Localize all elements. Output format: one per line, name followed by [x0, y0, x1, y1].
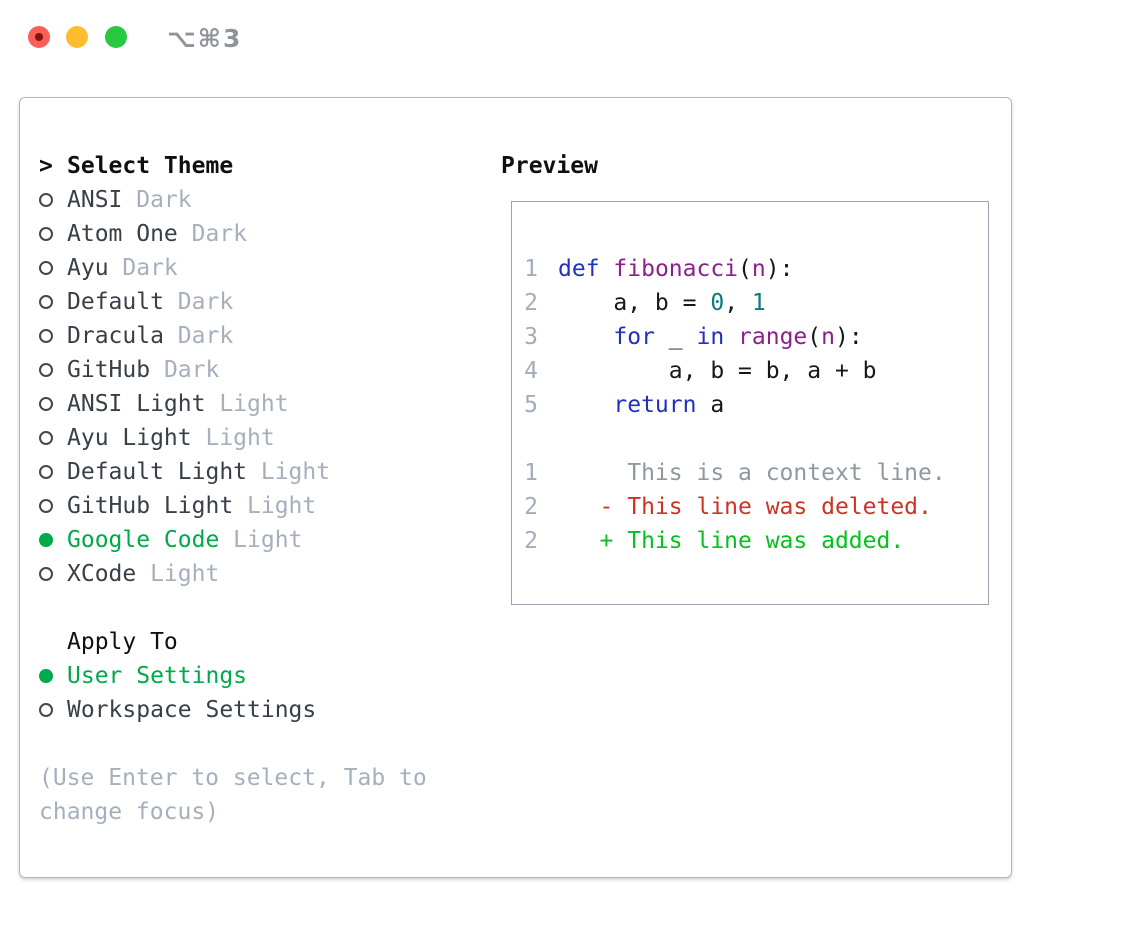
theme-option[interactable]: Default Light Light	[39, 455, 471, 489]
theme-option[interactable]: Google Code Light	[39, 523, 471, 557]
select-theme-header-row: > Select Theme	[39, 149, 471, 183]
theme-option[interactable]: Dracula Dark	[39, 319, 471, 353]
option-label: Ayu Dark	[67, 255, 178, 281]
keyboard-hint: (Use Enter to select, Tab to change focu…	[39, 765, 427, 825]
line-number: 5	[524, 392, 538, 418]
option-label: Ayu Light Light	[67, 425, 275, 451]
code-text: a, b = b, a + b	[558, 358, 877, 384]
preview-line: 4 a, b = b, a + b	[524, 354, 988, 388]
close-modified-dot-icon	[35, 33, 43, 41]
preview-line: 1 def fibonacci(n):	[524, 252, 988, 286]
theme-option[interactable]: Default Dark	[39, 285, 471, 319]
radio-icon	[39, 193, 53, 207]
code-text: def fibonacci(n):	[558, 256, 794, 282]
line-number: 1	[524, 256, 538, 282]
radio-icon	[39, 499, 53, 513]
focus-arrow-icon: >	[39, 153, 53, 179]
radio-icon	[39, 261, 53, 275]
option-label: Default Light Light	[67, 459, 331, 485]
code-text: return a	[613, 392, 725, 418]
theme-option[interactable]: Atom One Dark	[39, 217, 471, 251]
theme-option[interactable]: XCode Light	[39, 557, 471, 591]
preview-line: 2 - This line was deleted.	[524, 490, 988, 524]
radio-icon	[39, 295, 53, 309]
radio-icon	[39, 329, 53, 343]
preview-line: 2 a, b = 0, 1	[524, 286, 988, 320]
code-text: This is a context line.	[558, 460, 946, 486]
radio-icon	[39, 465, 53, 479]
line-number: 2	[524, 494, 538, 520]
theme-option[interactable]: ANSI Dark	[39, 183, 471, 217]
line-number: 4	[524, 358, 538, 384]
minimize-button[interactable]	[66, 26, 88, 48]
window-title: ⌥⌘3	[167, 24, 243, 53]
theme-option[interactable]: GitHub Light Light	[39, 489, 471, 523]
apply-to-option[interactable]: User Settings	[39, 659, 471, 693]
preview-line	[524, 422, 988, 456]
select-theme-header: Select Theme	[67, 153, 234, 179]
option-label: GitHub Light Light	[67, 493, 317, 519]
close-button[interactable]	[28, 26, 50, 48]
preview-line: 5 return a	[524, 388, 988, 422]
option-label: Google Code Light	[67, 527, 303, 553]
theme-option[interactable]: Ayu Dark	[39, 251, 471, 285]
option-label: ANSI Dark	[67, 187, 192, 213]
line-number	[524, 422, 538, 456]
theme-option[interactable]: GitHub Dark	[39, 353, 471, 387]
option-label: Workspace Settings	[67, 697, 317, 723]
line-number: 2	[524, 290, 538, 316]
option-label: User Settings	[67, 663, 248, 689]
titlebar: ⌥⌘3	[0, 0, 1140, 75]
option-label: Default Dark	[67, 289, 234, 315]
radio-icon	[39, 431, 53, 445]
preview-title: Preview	[501, 153, 598, 179]
line-number: 1	[524, 460, 538, 486]
preview-line: 2 + This line was added.	[524, 524, 988, 558]
radio-selected-icon	[39, 669, 53, 683]
apply-to-option[interactable]: Workspace Settings	[39, 693, 471, 727]
option-label: ANSI Light Light	[67, 391, 289, 417]
radio-selected-icon	[39, 533, 53, 547]
radio-icon	[39, 227, 53, 241]
code-text: + This line was added.	[558, 528, 905, 554]
line-number: 2	[524, 528, 538, 554]
option-label: Atom One Dark	[67, 221, 248, 247]
preview-line: 1 This is a context line.	[524, 456, 988, 490]
apply-to-header: Apply To	[67, 629, 178, 655]
radio-icon	[39, 363, 53, 377]
preview-line: 3 for _ in range(n):	[524, 320, 988, 354]
theme-option[interactable]: ANSI Light Light	[39, 387, 471, 421]
zoom-button[interactable]	[105, 26, 127, 48]
code-text: - This line was deleted.	[558, 494, 932, 520]
theme-option[interactable]: Ayu Light Light	[39, 421, 471, 455]
spacer	[39, 591, 471, 625]
radio-icon	[39, 703, 53, 717]
code-text: for _ in range(n):	[613, 324, 863, 350]
radio-icon	[39, 397, 53, 411]
apply-to-header-row: Apply To	[39, 625, 471, 659]
line-number: 3	[524, 324, 538, 350]
option-label: XCode Light	[67, 561, 220, 587]
option-label: Dracula Dark	[67, 323, 234, 349]
radio-icon	[39, 567, 53, 581]
option-label: GitHub Dark	[67, 357, 220, 383]
spacer	[39, 727, 471, 761]
code-text: a, b = 0, 1	[558, 290, 766, 316]
